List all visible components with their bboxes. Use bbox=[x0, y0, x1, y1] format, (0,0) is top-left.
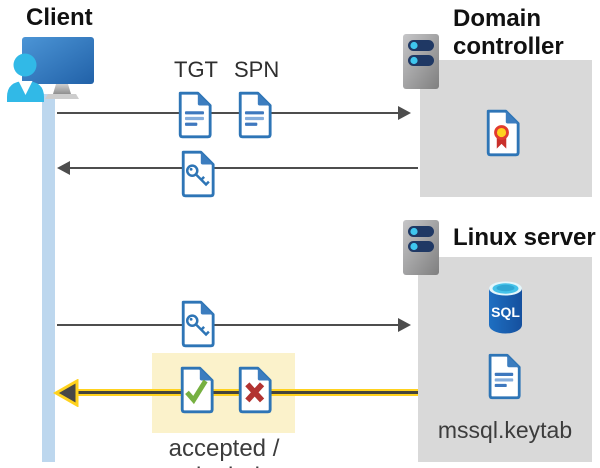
result-label: accepted / denied bbox=[168, 435, 280, 468]
accepted-document-icon bbox=[177, 366, 215, 414]
request-tickets-arrow-line bbox=[57, 112, 399, 114]
return-ticket-arrow-line bbox=[70, 167, 418, 169]
key-document-icon bbox=[178, 300, 216, 348]
sql-database-icon: SQL bbox=[489, 281, 522, 334]
domain-controller-title: Domain controller bbox=[453, 5, 564, 60]
return-ticket-arrowhead-icon bbox=[57, 161, 70, 175]
user-at-monitor-icon bbox=[7, 37, 94, 102]
denied-document-icon bbox=[235, 366, 273, 414]
spn-label: SPN bbox=[234, 57, 280, 82]
domain-controller-server-icon bbox=[402, 33, 440, 90]
request-tickets-arrowhead-icon bbox=[398, 106, 411, 120]
keytab-file-icon bbox=[485, 353, 522, 400]
response-arrowhead-icon bbox=[53, 379, 79, 407]
key-document-icon bbox=[178, 150, 216, 198]
keytab-label: mssql.keytab bbox=[437, 417, 573, 443]
tgt-document-icon bbox=[175, 91, 213, 139]
sql-database-label: SQL bbox=[491, 304, 520, 320]
client-title: Client bbox=[26, 4, 93, 31]
certificate-document-icon bbox=[483, 109, 521, 157]
tgt-label: TGT bbox=[174, 57, 218, 82]
client-lifeline-bar bbox=[42, 94, 55, 462]
spn-document-icon bbox=[235, 91, 273, 139]
linux-server-title: Linux server bbox=[453, 224, 596, 251]
linux-server-icon bbox=[402, 219, 440, 276]
send-ticket-arrow-line bbox=[57, 324, 399, 326]
send-ticket-arrowhead-icon bbox=[398, 318, 411, 332]
